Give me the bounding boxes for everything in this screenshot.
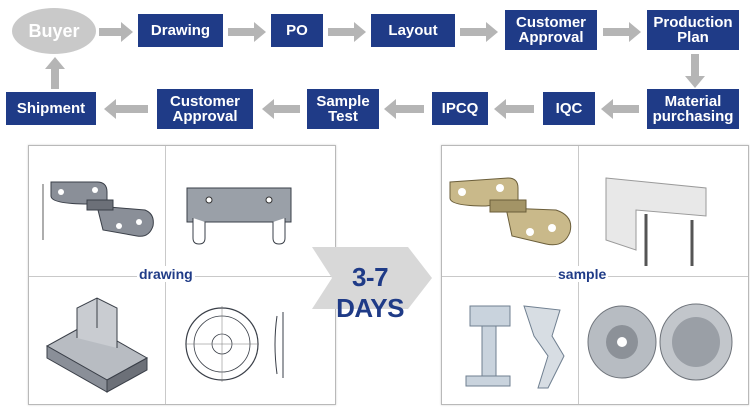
iqc-label: IQC — [555, 100, 583, 117]
shipment-label: Shipment — [16, 100, 86, 117]
arrow-right-icon — [228, 22, 266, 42]
disks-sample-image — [587, 303, 733, 381]
production-plan-step: Production Plan — [647, 10, 739, 50]
arrow-right-icon — [460, 22, 498, 42]
layout-step: Layout — [371, 14, 455, 47]
production-plan-label: Production Plan — [653, 14, 733, 46]
po-step: PO — [271, 14, 323, 47]
arrow-left-icon — [494, 99, 534, 119]
customer-approval-bottom-label: Customer Approval — [169, 93, 240, 125]
ipcq-step: IPCQ — [432, 92, 488, 125]
disk-drawing-image — [185, 306, 284, 382]
material-purchasing-step: Material purchasing — [647, 89, 739, 129]
sample-panel: sample — [441, 145, 749, 405]
arrow-left-icon — [262, 99, 300, 119]
sample-test-label: Sample Test — [316, 93, 370, 125]
sample-caption: sample — [556, 266, 609, 282]
days-arrow-icon — [312, 247, 432, 309]
buyer-label: Buyer — [28, 20, 80, 41]
customer-approval-bottom-step: Customer Approval — [157, 89, 253, 129]
shipment-step: Shipment — [6, 92, 96, 125]
bracket-sample-image — [605, 177, 707, 266]
material-purchasing-label: Material purchasing — [652, 93, 734, 125]
arrow-left-icon — [601, 99, 639, 119]
clips-sample-image — [465, 305, 565, 389]
customer-approval-top-step: Customer Approval — [505, 10, 597, 50]
drawing-label: Drawing — [150, 22, 211, 39]
arrow-up-icon — [45, 57, 65, 89]
customer-approval-top-label: Customer Approval — [515, 14, 586, 46]
layout-label: Layout — [388, 22, 438, 39]
iqc-step: IQC — [543, 92, 595, 125]
buyer-node: Buyer — [12, 8, 96, 54]
drawing-step: Drawing — [138, 14, 223, 47]
arrow-right-icon — [603, 22, 641, 42]
arrow-left-icon — [384, 99, 424, 119]
drawing-caption: drawing — [137, 266, 195, 282]
arrow-down-icon — [685, 54, 705, 88]
rail-drawing-image — [45, 297, 149, 393]
hinge-sample-image — [449, 177, 572, 246]
bracket-drawing-image — [186, 187, 292, 245]
po-label: PO — [286, 22, 308, 39]
days-label: 3-7 DAYS — [336, 262, 404, 323]
arrow-right-icon — [99, 22, 133, 42]
drawing-panel: drawing — [28, 145, 336, 405]
arrow-right-icon — [328, 22, 366, 42]
ipcq-label: IPCQ — [441, 100, 479, 117]
hinge-drawing-image — [42, 181, 154, 240]
sample-test-step: Sample Test — [307, 89, 379, 129]
arrow-left-icon — [104, 99, 148, 119]
